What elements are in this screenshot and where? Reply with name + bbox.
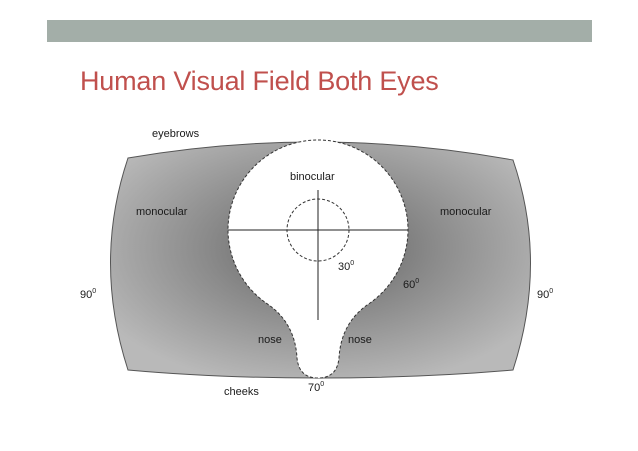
label-eyebrows: eyebrows: [152, 128, 200, 140]
angle-30-label: 300: [338, 260, 354, 273]
top-accent-bar: [47, 20, 592, 42]
label-monocular-right: monocular: [440, 206, 492, 218]
angle-70-label: 700: [308, 381, 324, 394]
label-binocular: binocular: [290, 171, 335, 183]
label-nose-right: nose: [348, 334, 372, 346]
label-cheeks: cheeks: [224, 386, 259, 398]
angle-60-label: 600: [403, 278, 419, 291]
angle-90-right-label: 900: [537, 288, 553, 301]
label-monocular-left: monocular: [136, 206, 188, 218]
label-nose-left: nose: [258, 334, 282, 346]
slide-title: Human Visual Field Both Eyes: [80, 66, 439, 96]
angle-90-left-label: 900: [80, 288, 96, 301]
